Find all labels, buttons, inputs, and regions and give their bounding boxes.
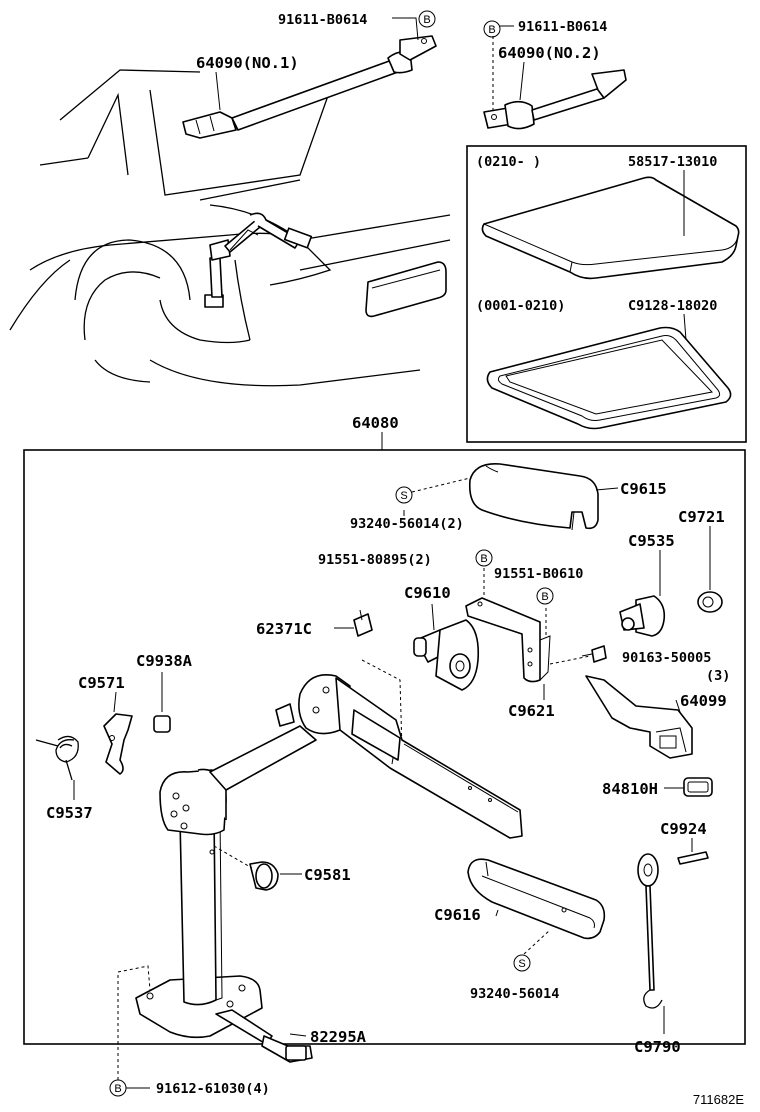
part-label: 91611-B0614 — [278, 12, 367, 28]
leader-line — [213, 845, 253, 869]
part-label: 91551-80895(2) — [318, 552, 432, 568]
knob-C9581 — [249, 861, 279, 891]
screw-90163-50005 — [581, 645, 607, 663]
marker-b: B — [536, 587, 554, 605]
part-label: C9790 — [634, 1038, 681, 1056]
part-label: C9924 — [660, 820, 707, 838]
part-label: C9128-18020 — [628, 298, 717, 314]
svg-text:B: B — [114, 1083, 121, 1095]
leader-line — [519, 61, 525, 101]
handle-82295A — [215, 1009, 313, 1063]
leader-line — [675, 699, 681, 713]
part-label: 62371C — [256, 620, 312, 638]
drawing-number: 711682E — [693, 1092, 744, 1107]
leader-line — [392, 17, 419, 41]
part-label: 64099 — [680, 692, 727, 710]
leader-line — [683, 313, 687, 341]
svg-text:B: B — [541, 591, 548, 603]
part-label: C9571 — [78, 674, 125, 692]
handle-bracket-64099 — [585, 675, 693, 759]
part-label: 91551-B0610 — [494, 566, 583, 582]
date-range-label: (0210- ) — [476, 154, 541, 170]
stirrup-C9616 — [467, 858, 606, 940]
part-label: 91612-61030(4) — [156, 1081, 270, 1097]
hook-C9790 — [637, 853, 663, 1009]
pin-C9924 — [677, 851, 709, 865]
part-label: C9535 — [628, 532, 675, 550]
leader-line — [411, 477, 471, 493]
plug-84810H — [683, 777, 713, 797]
marker-b: B — [418, 10, 436, 28]
svg-text:B: B — [488, 24, 495, 36]
marker-b: B — [109, 1079, 127, 1097]
part-label: C9581 — [304, 866, 351, 884]
part-label: 84810H — [602, 780, 658, 798]
collar-C9938A — [153, 715, 171, 733]
mat-C9128-18020 — [486, 326, 732, 430]
knob-C9535 — [619, 595, 666, 637]
marker-s: S — [513, 954, 531, 972]
part-label: 90163-50005 — [622, 650, 711, 666]
leader-line — [595, 487, 619, 491]
part-label: 82295A — [310, 1028, 367, 1046]
part-label: C9537 — [46, 804, 93, 822]
svg-text:B: B — [423, 14, 430, 26]
part-label: (3) — [706, 668, 730, 684]
part-label: C9938A — [136, 652, 193, 670]
mat-variants-box — [466, 145, 747, 443]
leader-line — [523, 929, 551, 955]
part-label: 64080 — [352, 414, 399, 432]
leader-line — [117, 965, 151, 1080]
leader-line — [215, 71, 221, 111]
leader-line — [289, 1033, 307, 1037]
part-label: 64090(NO.1) — [196, 54, 299, 72]
part-label: 58517-13010 — [628, 154, 717, 170]
spring-C9537 — [35, 735, 79, 781]
part-label: 93240-56014 — [470, 986, 559, 1002]
leader-line — [113, 691, 117, 713]
leader-line — [549, 655, 591, 665]
gear-C9610 — [413, 619, 480, 691]
leader-line — [431, 603, 435, 631]
svg-text:B: B — [480, 553, 487, 565]
part-label: 64090(NO.2) — [498, 44, 601, 62]
leader-line — [495, 909, 499, 917]
marker-s: S — [395, 486, 413, 504]
jack-body — [135, 674, 523, 1039]
marker-b: B — [475, 549, 493, 567]
leader-line — [361, 659, 403, 751]
vehicle-illustration — [9, 69, 451, 387]
part-label: 91611-B0614 — [518, 19, 607, 35]
part-label: C9721 — [678, 508, 725, 526]
jack-holder-no2 — [483, 69, 627, 130]
jack-holder-no1 — [182, 35, 437, 139]
part-label: 93240-56014(2) — [350, 516, 464, 532]
bracket-C9621 — [465, 597, 551, 683]
part-label: C9621 — [508, 702, 555, 720]
jack-assembly-box — [23, 449, 746, 1045]
cover-C9615 — [468, 463, 599, 531]
date-range-label: (0001-0210) — [476, 298, 565, 314]
svg-text:S: S — [518, 958, 525, 970]
clip-62371C — [353, 609, 373, 637]
marker-b: B — [483, 20, 501, 38]
mat-58517-13010 — [481, 176, 740, 280]
svg-text:S: S — [400, 490, 407, 502]
part-label: C9610 — [404, 584, 451, 602]
cap-C9721 — [697, 591, 723, 613]
pawl-C9571 — [103, 713, 133, 775]
part-label: C9616 — [434, 906, 481, 924]
part-label: C9615 — [620, 480, 667, 498]
